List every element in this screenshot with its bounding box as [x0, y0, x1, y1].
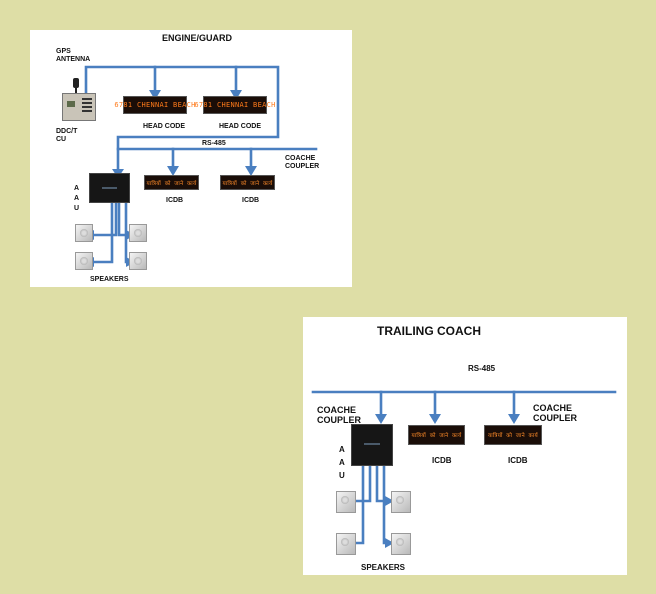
trailing-icdb-display-2: यात्रियों को जाने कार्य	[484, 425, 542, 445]
trailing-title: TRAILING COACH	[377, 324, 481, 338]
engine-icdb-label-1: ICDB	[166, 197, 184, 204]
engine-title: ENGINE/GUARD	[162, 33, 233, 43]
speaker-icon	[129, 224, 147, 242]
trailing-speakers-label: SPEAKERS	[361, 563, 406, 572]
head-code-label-1: HEAD CODE	[143, 123, 186, 130]
head-code-label-2: HEAD CODE	[219, 123, 262, 130]
head-code-display-1: 6781 CHENNAI BEACH	[114, 96, 195, 114]
speaker-icon	[391, 491, 411, 513]
trailing-aau-box	[351, 424, 393, 466]
ddc-tcu-label: DDC/T CU	[56, 128, 78, 143]
engine-wiring	[73, 65, 318, 267]
speaker-icon	[336, 491, 356, 513]
ddc-tcu-unit	[62, 93, 96, 121]
engine-aau-box	[89, 173, 130, 203]
gps-antenna-label: GPS ANTENNA	[56, 48, 91, 63]
speaker-icon	[75, 224, 93, 242]
engine-coach-coupler-label: COACHE COUPLER	[285, 155, 320, 170]
trailing-rs485-label: RS-485	[468, 364, 496, 373]
trailing-icdb-label-1: ICDB	[432, 456, 452, 465]
engine-rs485-label: RS-485	[202, 140, 226, 147]
engine-icdb-label-2: ICDB	[242, 197, 260, 204]
trailing-coach-coupler-left: COACHE COUPLER	[317, 405, 362, 425]
engine-icdb-display-2: यात्रियों को जाने कार्य	[220, 175, 275, 190]
trailing-coach-panel: TRAILING COACH RS-485 COACHE COUPLER COA…	[303, 317, 627, 575]
engine-guard-panel: ENGINE/GUARD GPS ANTENNA DDC/T CU 6781 C…	[30, 30, 352, 287]
trailing-aau-label: A A U	[339, 445, 345, 480]
speaker-icon	[129, 252, 147, 270]
engine-speakers-label: SPEAKERS	[90, 276, 129, 283]
trailing-icdb-label-2: ICDB	[508, 456, 528, 465]
speaker-icon	[75, 252, 93, 270]
engine-top-bus	[84, 65, 280, 174]
speaker-icon	[391, 533, 411, 555]
engine-icdb-display-1: यात्रियों को जाने कार्य	[144, 175, 199, 190]
head-code-display-2: 6781 CHENNAI BEACH	[194, 96, 275, 114]
speaker-icon	[336, 533, 356, 555]
trailing-icdb-display-1: यात्रियों को जाने कार्य	[408, 425, 465, 445]
engine-aau-label: A A U	[74, 185, 80, 212]
trailing-coach-coupler-right: COACHE COUPLER	[533, 403, 578, 423]
